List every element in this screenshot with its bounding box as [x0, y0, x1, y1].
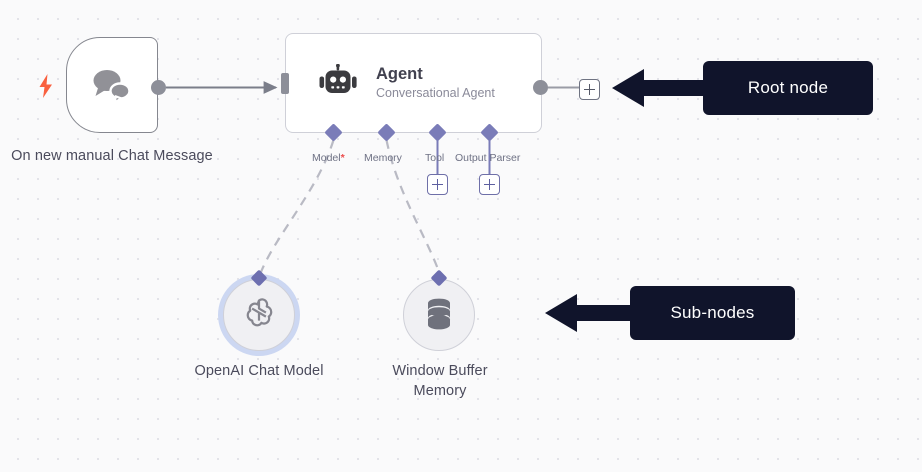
annotation-text-sub-nodes: Sub-nodes — [670, 303, 755, 322]
node-on-new-manual-chat-message[interactable] — [66, 37, 158, 133]
agent-port-label-tool: Tool — [425, 152, 445, 164]
annotation-arrow-root-node — [612, 68, 707, 108]
annotation-arrow-sub-nodes — [545, 293, 635, 333]
lightning-bolt-icon — [39, 74, 53, 98]
annotation-text-root-node: Root node — [747, 78, 829, 97]
annotation-label-root-node: Root node — [703, 61, 873, 115]
plus-icon-vertical — [588, 84, 591, 95]
agent-output-port[interactable] — [533, 80, 548, 95]
agent-port-label-model: Model* — [312, 152, 345, 164]
node-openai-chat-model[interactable] — [223, 279, 295, 351]
port-label-text-model: Model — [312, 152, 341, 164]
trigger-output-port[interactable] — [151, 80, 166, 95]
node-caption-trigger: On new manual Chat Message — [11, 148, 213, 164]
openai-logo-icon — [242, 296, 276, 335]
agent-text-block: Agent Conversational Agent — [376, 64, 495, 102]
agent-title: Agent — [376, 65, 423, 83]
add-node-button-main-output[interactable] — [579, 79, 600, 100]
add-node-button-tool[interactable] — [427, 174, 448, 195]
agent-subtitle: Conversational Agent — [376, 86, 495, 100]
node-caption-openai: OpenAI Chat Model — [194, 363, 324, 379]
robot-icon — [318, 62, 360, 104]
annotation-label-sub-nodes: Sub-nodes — [630, 286, 795, 340]
database-icon — [423, 296, 455, 335]
agent-port-label-output-parser: Output Parser — [455, 152, 521, 164]
agent-input-port[interactable] — [281, 73, 289, 94]
chat-bubbles-icon — [67, 38, 157, 132]
add-node-button-output-parser[interactable] — [479, 174, 500, 195]
node-agent[interactable]: Agent Conversational Agent — [285, 33, 542, 133]
plus-icon-vertical — [436, 179, 439, 190]
plus-icon-vertical — [488, 179, 491, 190]
node-window-buffer-memory[interactable] — [403, 279, 475, 351]
required-asterisk-model: * — [340, 152, 345, 164]
agent-port-label-memory: Memory — [364, 152, 402, 164]
node-caption-window-buffer-memory: Window Buffer Memory — [392, 363, 488, 399]
